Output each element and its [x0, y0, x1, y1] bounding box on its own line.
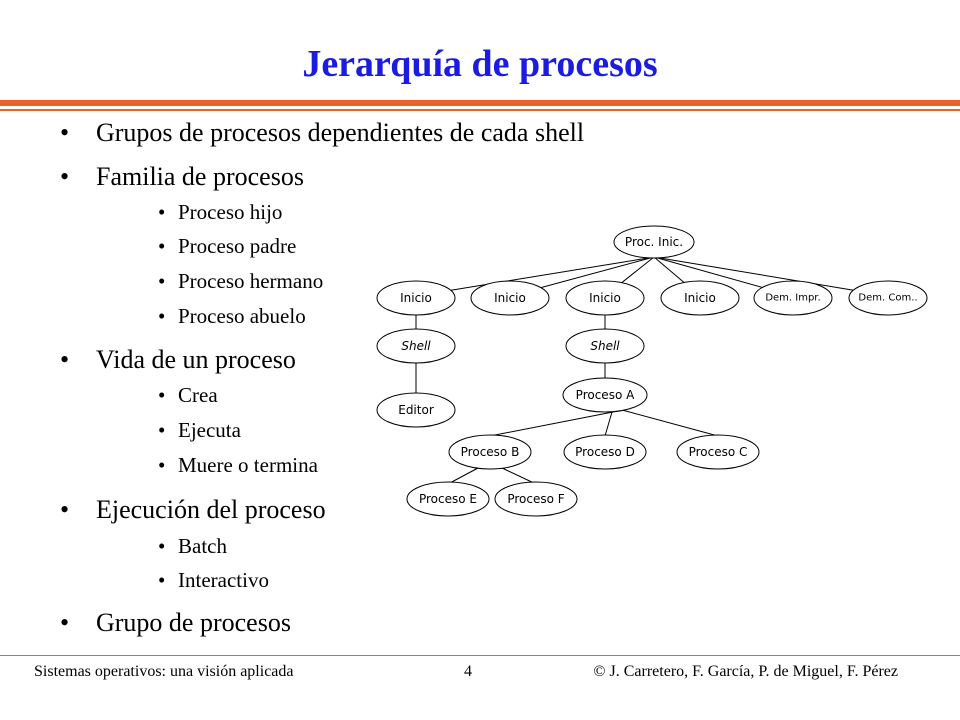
- footer-page-number: 4: [464, 663, 472, 680]
- sub-bullet-item: •Batch: [158, 534, 227, 558]
- label-inicio-3: Inicio: [589, 291, 621, 305]
- sub-bullet-item: •Crea: [158, 383, 218, 407]
- tree-edge: [489, 410, 619, 437]
- node-proceso-a: [562, 377, 648, 413]
- label-proc-inic: Proc. Inic.: [625, 235, 683, 249]
- node-inicio-2: [470, 280, 550, 316]
- tree-nodes: [376, 225, 928, 517]
- tree-edge: [604, 411, 613, 437]
- label-inicio-2: Inicio: [494, 291, 526, 305]
- node-proc-inic: [613, 225, 695, 259]
- node-shell-1: [376, 328, 456, 364]
- node-editor: [376, 392, 456, 428]
- tree-labels: Proc. Inic. Inicio Inicio Inicio Inicio …: [398, 235, 917, 506]
- bullet-item: •Grupo de procesos: [60, 608, 291, 637]
- sub-bullet-item: •Interactivo: [158, 568, 269, 592]
- label-proceso-a: Proceso A: [576, 388, 635, 402]
- tree-edge: [447, 467, 479, 485]
- label-shell-2: Shell: [590, 339, 620, 353]
- label-editor: Editor: [398, 403, 434, 417]
- node-proceso-d: [563, 434, 647, 470]
- sub-bullet-item: •Proceso hijo: [158, 200, 283, 224]
- bullet-item: •Familia de procesos: [60, 162, 304, 191]
- sub-bullet-item: •Proceso abuelo: [158, 304, 306, 328]
- label-proceso-e: Proceso E: [419, 492, 477, 506]
- footer-copyright: © J. Carretero, F. García, P. de Miguel,…: [593, 663, 898, 680]
- node-inicio-1: [376, 280, 456, 316]
- footer-rule: [0, 655, 960, 656]
- sub-bullet-item: •Proceso padre: [158, 234, 297, 258]
- title-rule-thin: [0, 109, 960, 111]
- label-dem-com: Dem. Com..: [858, 293, 917, 304]
- label-proceso-d: Proceso D: [575, 445, 635, 459]
- label-shell-1: Shell: [401, 339, 431, 353]
- node-inicio-4: [660, 280, 740, 316]
- node-dem-impr: [753, 280, 833, 316]
- sub-bullet-item: •Ejecuta: [158, 418, 241, 442]
- tree-edge: [501, 467, 537, 485]
- label-dem-impr: Dem. Impr.: [765, 293, 820, 304]
- node-inicio-3: [565, 280, 645, 316]
- label-proceso-b: Proceso B: [461, 445, 520, 459]
- node-proceso-b: [448, 434, 532, 470]
- node-shell-2: [565, 328, 645, 364]
- bullet-item: •Vida de un proceso: [60, 345, 296, 374]
- label-inicio-4: Inicio: [684, 291, 716, 305]
- sub-bullet-item: •Proceso hermano: [158, 269, 324, 293]
- tree-edge: [621, 409, 719, 437]
- label-inicio-1: Inicio: [400, 291, 432, 305]
- sub-bullet-item: •Muere o termina: [158, 453, 318, 477]
- footer-book-title: Sistemas operativos: una visión aplicada: [34, 663, 294, 680]
- bullet-item: •Ejecución del proceso: [60, 495, 326, 524]
- bullet-item: •Grupos de procesos dependientes de cada…: [60, 118, 585, 147]
- label-proceso-f: Proceso F: [507, 492, 564, 506]
- slide-title: Jerarquía de procesos: [302, 43, 658, 85]
- tree-edge: [415, 256, 655, 297]
- title-rule-thick: [0, 100, 960, 106]
- node-proceso-c: [676, 434, 760, 470]
- node-dem-com: [848, 280, 928, 316]
- node-proceso-f: [494, 481, 578, 517]
- tree-edge: [653, 256, 889, 297]
- label-proceso-c: Proceso C: [689, 445, 748, 459]
- node-proceso-e: [406, 481, 490, 517]
